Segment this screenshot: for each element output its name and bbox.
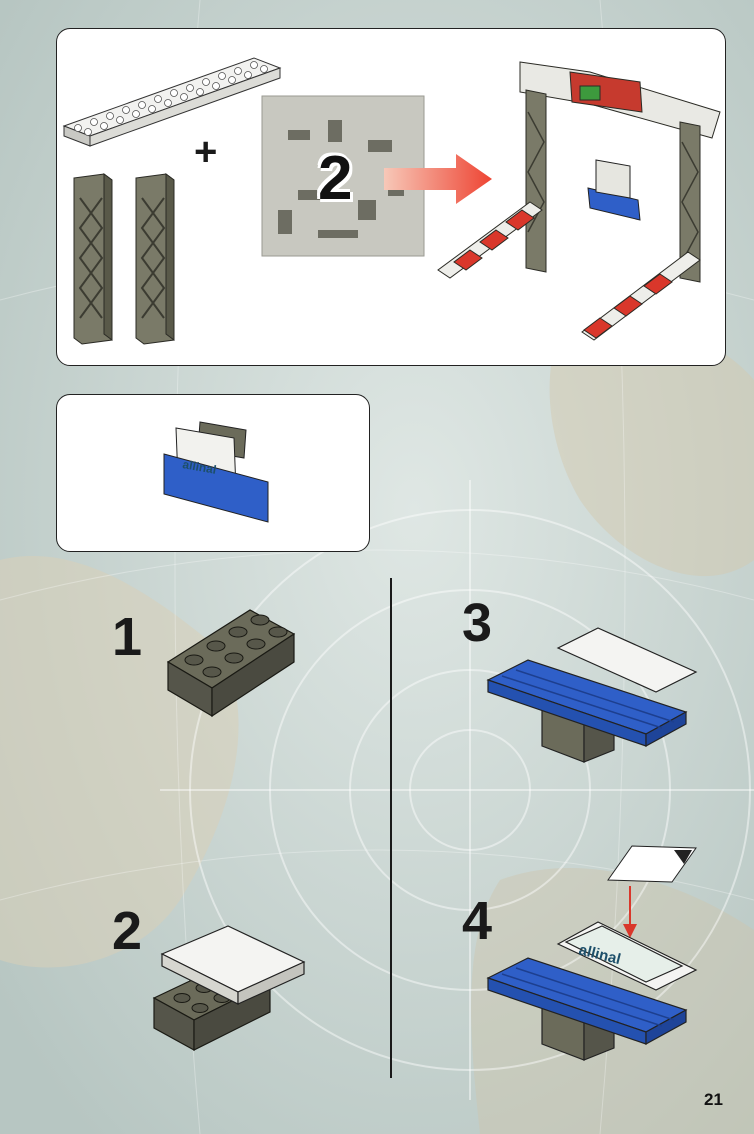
white-plate-part: [58, 42, 288, 152]
step-2-brick-with-tile: [150, 924, 310, 1054]
plus-icon: +: [194, 132, 217, 172]
assembled-gate-model: [430, 42, 720, 352]
sign-subassembly-model: allinal: [160, 418, 272, 528]
sticker-icon: [604, 842, 700, 886]
steps-divider: [390, 578, 392, 1078]
step-number-2: 2: [112, 904, 142, 958]
step-1-dark-gray-brick: [160, 600, 300, 720]
step-3-blue-tile-assembly: [486, 626, 690, 766]
lattice-pillars-part: [70, 168, 190, 348]
step-number-1: 1: [112, 610, 142, 664]
page-number: 21: [704, 1090, 723, 1110]
step-4-blue-tile-with-sticker: allinal: [486, 920, 690, 1064]
bag-number: 2: [318, 148, 352, 210]
